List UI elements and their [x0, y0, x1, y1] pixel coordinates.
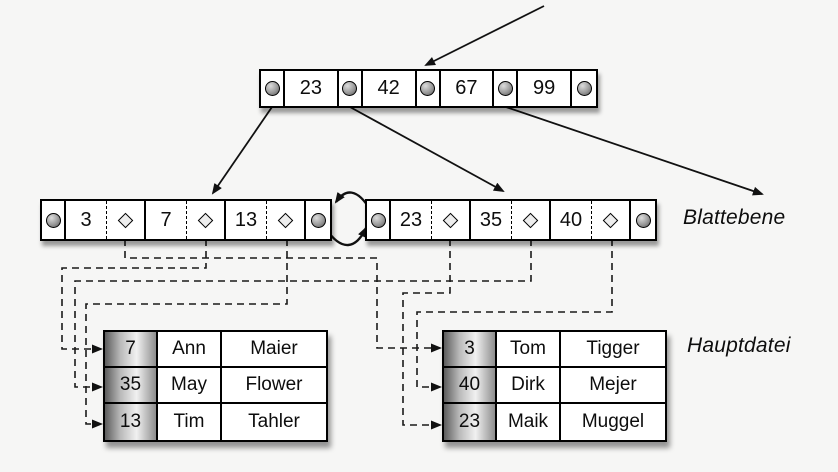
cell-divider: [431, 201, 432, 239]
record-last-name: Tahler: [248, 411, 300, 432]
record-first-name: Tim: [158, 404, 222, 440]
record-first-name: May: [158, 368, 222, 404]
root-pointer-cell-2: [417, 71, 441, 106]
ball-icon: [45, 212, 61, 228]
leaf-level-label: Blattebene: [683, 206, 786, 229]
leaf-right-prev-pointer: [367, 201, 391, 239]
ball-icon: [342, 81, 358, 96]
arrow-root-to-right-leaf: [349, 106, 505, 192]
cell-divider: [591, 201, 592, 239]
record-last-name: Mejer: [561, 368, 665, 404]
main-file-table-left: 7 Ann Maier 35 May Flower 13 Tim Tahler: [103, 330, 328, 442]
record-last-name: Tigger: [561, 332, 665, 368]
record-first-name: Ann: [158, 332, 222, 368]
leaf-node-right: 23 35 40: [365, 199, 657, 241]
cell-divider: [266, 201, 267, 239]
main-file-label: Hauptdatei: [687, 334, 791, 357]
record-key: 23: [444, 404, 497, 440]
diamond-icon: [197, 212, 214, 228]
leaf-left-prev-pointer: [42, 201, 66, 239]
diamond-icon: [117, 212, 134, 228]
root-pointer-cell-3: [494, 71, 519, 106]
leaf-cell-key-13: 13: [226, 201, 306, 239]
arrow-leaf-link-right: [325, 226, 368, 247]
leaf-cell-key-40: 40: [551, 201, 631, 239]
leaf-cell-key-3: 3: [66, 201, 146, 239]
leaf-cell-key-23: 23: [391, 201, 471, 239]
diamond-icon: [442, 212, 459, 228]
record-first-name: Dirk: [497, 368, 561, 404]
ball-icon: [635, 212, 651, 228]
root-pointer-cell-1: [339, 71, 363, 106]
record-key: 7: [105, 332, 158, 368]
diamond-icon: [522, 212, 539, 228]
ball-icon: [420, 81, 435, 96]
cell-divider: [511, 201, 512, 239]
arrow-root-to-next-leaf: [505, 106, 764, 196]
ball-icon: [497, 81, 513, 96]
root-key-42: 42: [363, 71, 417, 106]
record-last-name: Maier: [222, 332, 326, 368]
root-pointer-cell-0: [261, 71, 285, 106]
leaf-cell-key-35: 35: [471, 201, 551, 239]
record-last-name: Flower: [222, 368, 326, 404]
ball-icon: [576, 81, 592, 96]
arrow-into-root: [424, 5, 545, 66]
leaf-right-next-pointer: [631, 201, 655, 239]
root-node: 23 42 67 99: [259, 69, 598, 108]
record-key: 35: [105, 368, 158, 404]
cell-divider: [186, 201, 187, 239]
root-pointer-cell-4: [572, 71, 596, 106]
leaf-left-next-pointer: [306, 201, 330, 239]
leaf-cell-key-7: 7: [146, 201, 226, 239]
record-key: 40: [444, 368, 497, 404]
root-key-99: 99: [518, 71, 572, 106]
ball-icon: [264, 81, 280, 96]
leaf-node-left: 3 7 13: [40, 199, 332, 241]
record-last-name: Muggel: [581, 411, 645, 432]
diamond-icon: [277, 212, 294, 228]
main-file-table-right: 3 Tom Tigger 40 Dirk Mejer 23 Maik Mugge…: [442, 330, 667, 442]
arrow-root-to-left-leaf: [211, 106, 273, 195]
record-first-name: Maik: [497, 404, 561, 440]
ball-icon: [370, 212, 386, 228]
diamond-icon: [602, 212, 619, 228]
record-key: 3: [444, 332, 497, 368]
root-key-23: 23: [285, 71, 339, 106]
record-first-name: Tom: [497, 332, 561, 368]
root-key-67: 67: [441, 71, 495, 106]
record-key: 13: [105, 404, 158, 440]
ball-icon: [310, 212, 326, 228]
cell-divider: [106, 201, 107, 239]
